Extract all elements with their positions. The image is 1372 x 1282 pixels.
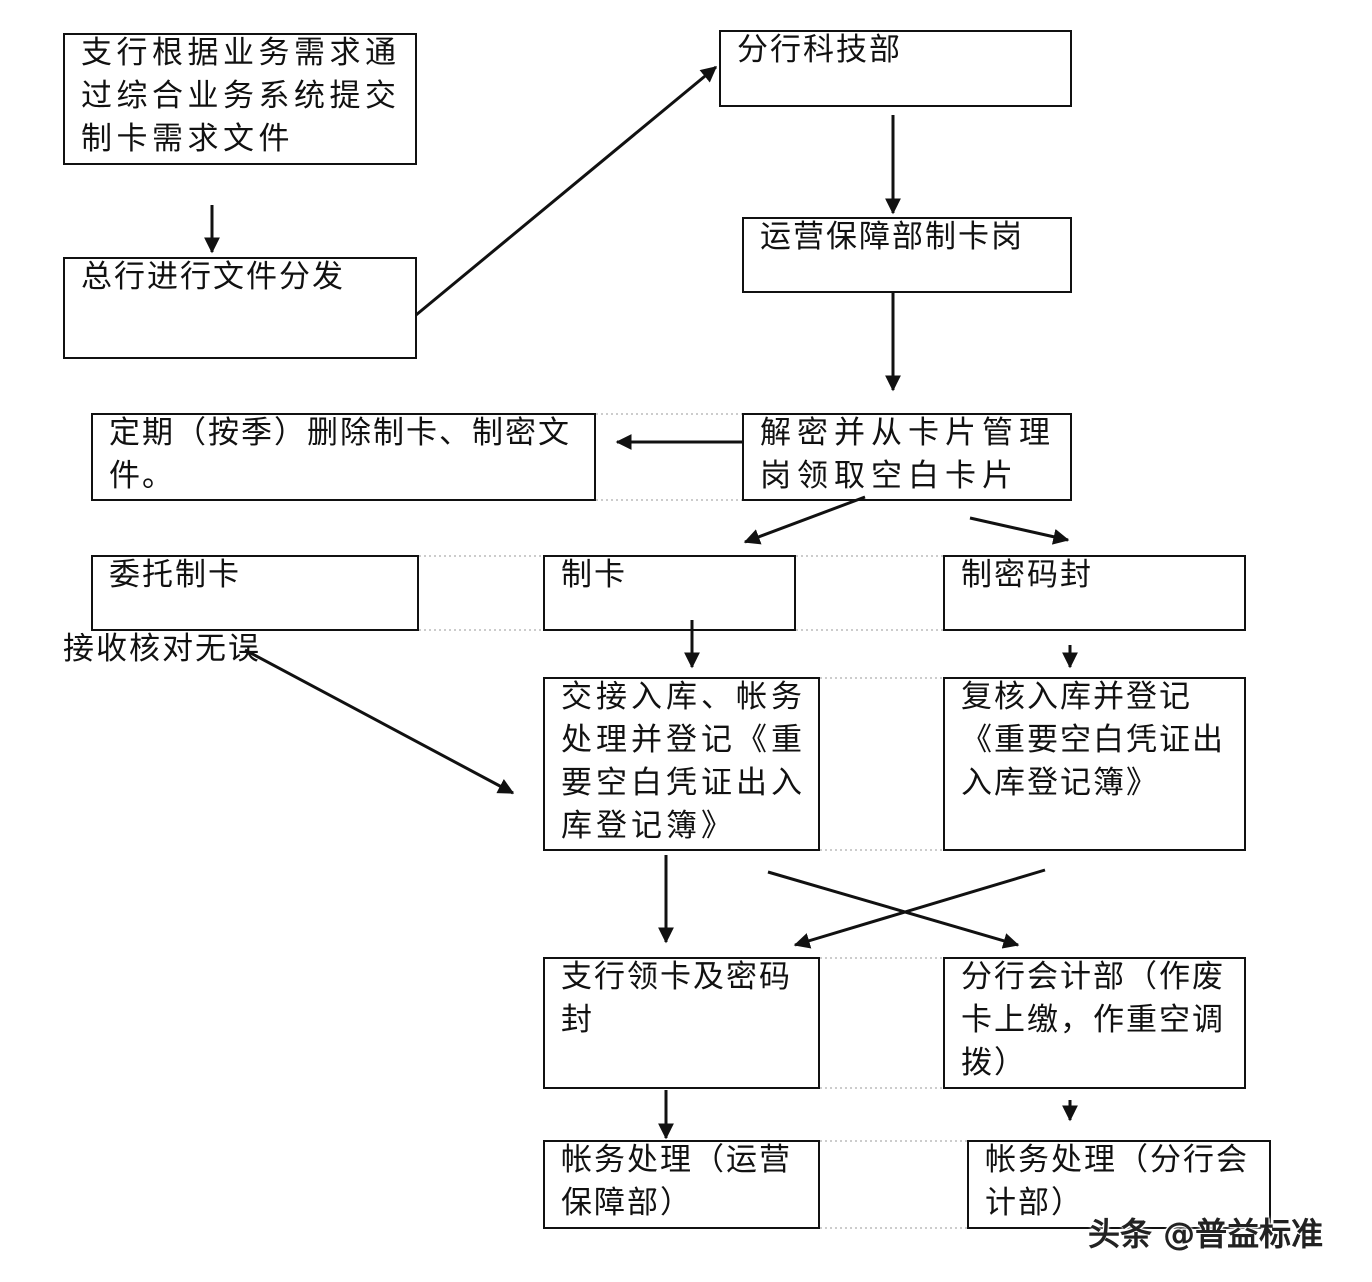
node-text-line: 制卡需求文件	[81, 121, 294, 157]
node-text-line: 卡上缴，作重空调	[961, 1002, 1225, 1038]
node-text-line: 帐务处理（分行会	[985, 1142, 1249, 1178]
node-text-line: 库登记簿》	[561, 808, 736, 844]
node-make-pin-envelope: 制密码封	[943, 555, 1246, 631]
node-text-line: 解密并从卡片管理	[760, 415, 1056, 451]
node-branch-tech: 分行科技部	[719, 30, 1072, 107]
node-text-line: 制卡	[561, 557, 627, 593]
label-receive-check: 接收核对无误	[63, 631, 261, 667]
node-branch-request: 支行根据业务需求通 过综合业务系统提交 制卡需求文件	[63, 33, 417, 165]
node-text-line: 定期（按季）删除制卡、制密文	[109, 415, 571, 451]
node-text-line: 支行根据业务需求通	[81, 35, 401, 71]
node-make-card: 制卡	[543, 555, 796, 631]
node-text-line: 复核入库并登记	[961, 679, 1192, 715]
node-text-line: 运营保障部制卡岗	[760, 219, 1024, 255]
node-text-line: 保障部）	[561, 1185, 693, 1221]
node-branch-collect: 支行领卡及密码 封	[543, 957, 820, 1089]
node-text-line: 过综合业务系统提交	[81, 78, 401, 114]
node-text-line: 分行科技部	[737, 32, 902, 68]
node-text-line: 计部）	[985, 1185, 1084, 1221]
node-text-line: 帐务处理（运营	[561, 1142, 792, 1178]
node-hq-distribute: 总行进行文件分发	[63, 257, 417, 359]
watermark: 头条 @普益标准	[1088, 1215, 1324, 1253]
node-text-line: 支行领卡及密码	[561, 959, 792, 995]
node-ops-card-post: 运营保障部制卡岗	[742, 217, 1072, 293]
node-text-line: 委托制卡	[109, 557, 241, 593]
node-text-line: 要空白凭证出入	[561, 765, 806, 801]
node-text-line: 《重要空白凭证出	[961, 722, 1225, 758]
node-review-register: 复核入库并登记 《重要空白凭证出 入库登记簿》	[943, 677, 1246, 851]
node-text-line: 交接入库、帐务	[561, 679, 806, 715]
node-handover-register: 交接入库、帐务 处理并登记《重 要空白凭证出入 库登记簿》	[543, 677, 820, 851]
node-branch-accounting: 分行会计部（作废 卡上缴，作重空调 拨）	[943, 957, 1246, 1089]
node-text-line: 总行进行文件分发	[81, 259, 345, 295]
node-accounting-branch: 帐务处理（分行会 计部）	[967, 1140, 1271, 1229]
node-outsourced-card: 委托制卡	[91, 555, 419, 631]
node-text-line: 分行会计部（作废	[961, 959, 1225, 995]
node-text-line: 封	[561, 1002, 594, 1038]
node-text-line: 岗领取空白卡片	[760, 458, 1019, 494]
node-text-line: 制密码封	[961, 557, 1093, 593]
node-text-line: 入库登记簿》	[961, 765, 1159, 801]
node-accounting-ops: 帐务处理（运营 保障部）	[543, 1140, 820, 1229]
node-text-line: 件。	[109, 458, 175, 494]
node-text-line: 拨）	[961, 1045, 1027, 1081]
node-decrypt-collect: 解密并从卡片管理 岗领取空白卡片	[742, 413, 1072, 501]
node-delete-files: 定期（按季）删除制卡、制密文 件。	[91, 413, 596, 501]
node-text-line: 处理并登记《重	[561, 722, 806, 758]
